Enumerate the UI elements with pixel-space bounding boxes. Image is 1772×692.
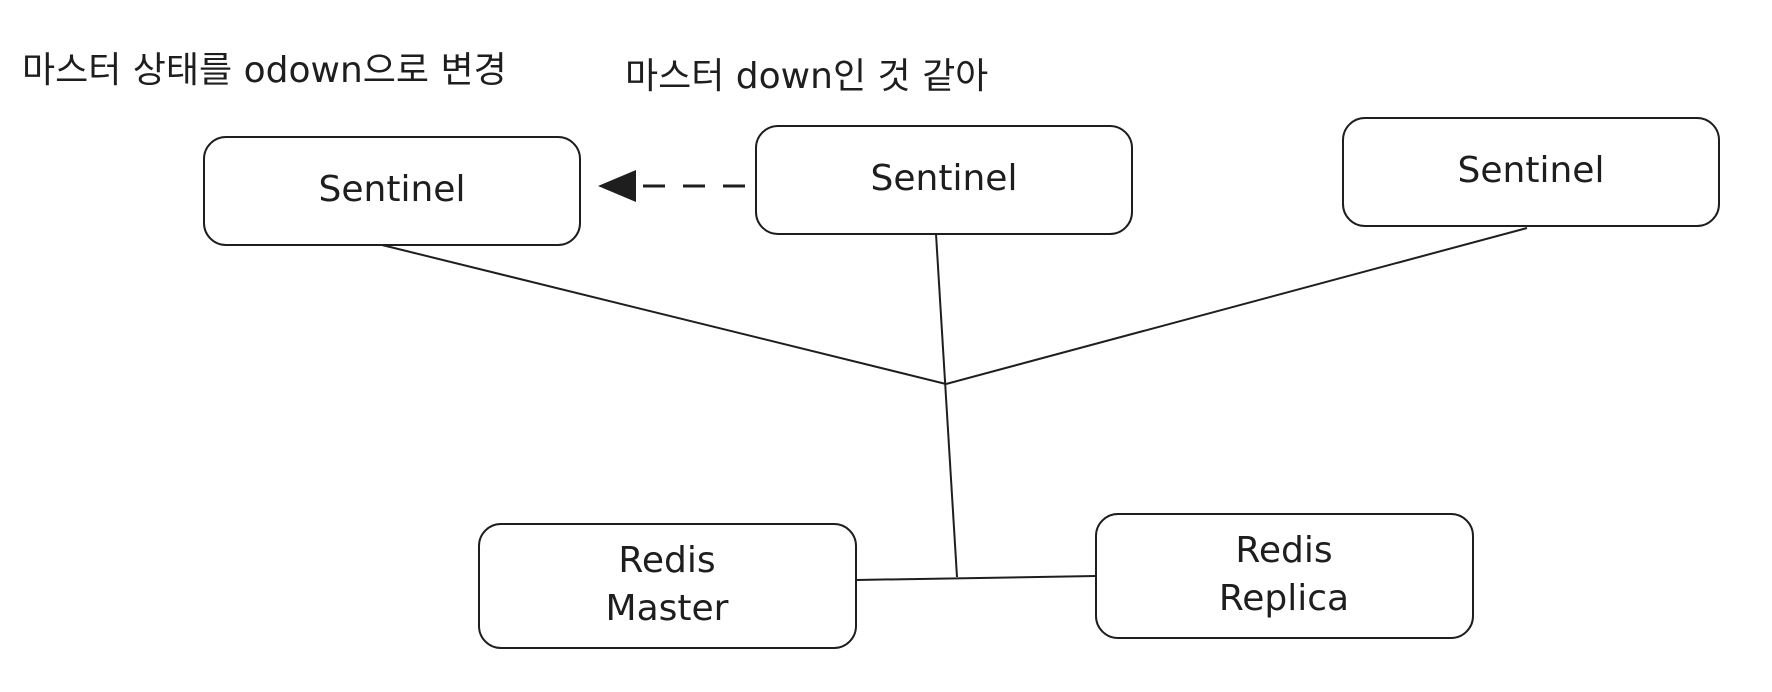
sentinel-node-right[interactable]: Sentinel xyxy=(1342,117,1720,227)
sentinel-center-label: Sentinel xyxy=(871,158,1018,199)
redis-master-label-line2: Master xyxy=(606,588,729,629)
edge-sentinel-left-to-hub xyxy=(381,244,947,385)
redis-replica-label-line2: Replica xyxy=(1219,578,1349,619)
sentinel-node-center[interactable]: Sentinel xyxy=(755,125,1133,235)
redis-master-node[interactable]: Redis Master xyxy=(478,523,857,649)
sentinel-right-label: Sentinel xyxy=(1458,150,1605,191)
redis-replica-node[interactable]: Redis Replica xyxy=(1095,513,1474,639)
redis-master-label-line1: Redis xyxy=(618,540,715,581)
annotation-master-down: 마스터 down인 것 같아 xyxy=(625,56,988,97)
edge-sentinel-right-to-hub xyxy=(945,227,1528,385)
edge-sentinel-center-to-trunk xyxy=(935,233,958,578)
arrowhead-icon xyxy=(598,170,636,202)
annotation-odown: 마스터 상태를 odown으로 변경 xyxy=(22,50,507,91)
edge-master-to-replica xyxy=(855,575,1097,581)
sentinel-left-label: Sentinel xyxy=(319,169,466,210)
redis-replica-label-line1: Redis xyxy=(1235,530,1332,571)
sentinel-node-left[interactable]: Sentinel xyxy=(203,136,581,246)
